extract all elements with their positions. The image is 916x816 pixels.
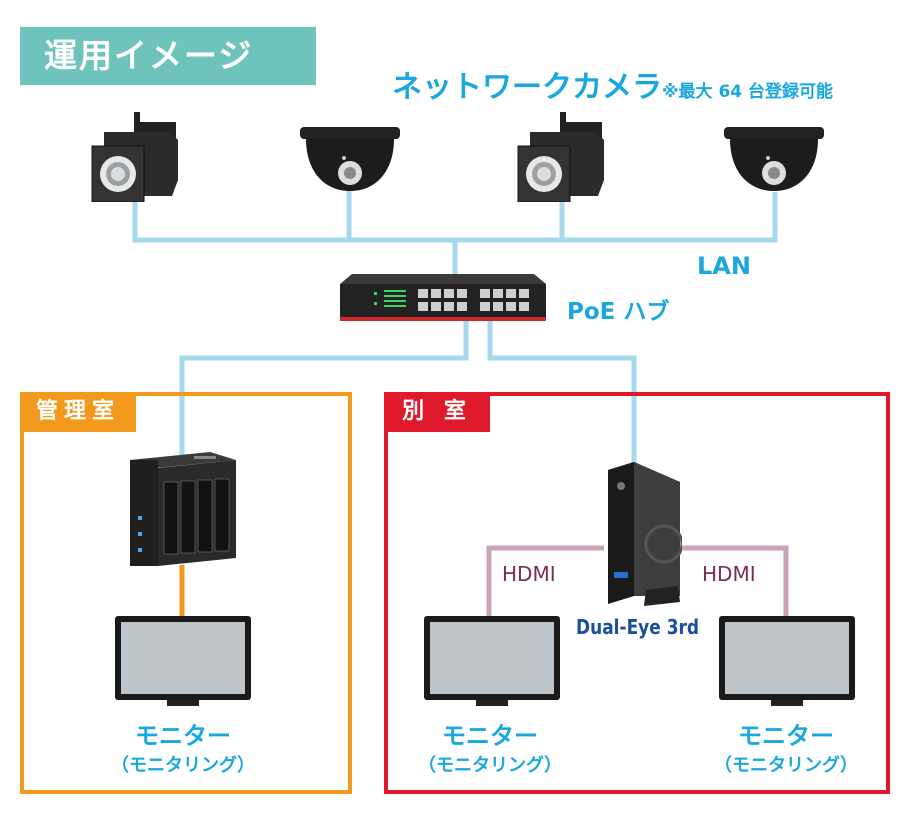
poe-hub-icon (340, 274, 546, 321)
recorder-label: Dual-Eye 3rd (576, 615, 700, 639)
nas-icon (130, 452, 236, 566)
admin-room-tag: 管理室 (20, 392, 136, 432)
monitor-icon (424, 616, 560, 706)
lan-bus-line (132, 192, 778, 243)
camera-heading: ネットワークカメラ※最大 64 台登録可能 (392, 62, 833, 106)
lan-label: LAN (697, 252, 751, 280)
separate-room-tag: 別 室 (384, 392, 490, 432)
hdmi-right-line (676, 545, 789, 618)
monitor-label-line1: モニター (738, 722, 834, 750)
hdmi-right-label: HDMI (702, 562, 756, 586)
poe-hub-label: PoE ハブ (567, 299, 670, 325)
hub-to-recorder-line (487, 320, 637, 465)
monitor-label-line1: モニター (442, 722, 538, 750)
monitor-label-line2: （モニタリング） (418, 755, 562, 776)
monitor-label-line1: モニター (135, 722, 231, 750)
hdmi-left-label: HDMI (502, 562, 556, 586)
separate-room-box (384, 392, 890, 794)
monitor-label: モニター （モニタリング） (73, 716, 293, 777)
dome-camera-icon (300, 127, 400, 191)
recorder-pc-icon (608, 462, 682, 606)
box-camera-icon (517, 112, 604, 202)
admin-room-box (20, 392, 352, 794)
monitor-label-line2: （モニタリング） (111, 755, 255, 776)
camera-heading-text: ネットワークカメラ (392, 70, 662, 105)
hdmi-left-line (486, 545, 604, 618)
dome-camera-icon (724, 127, 824, 191)
title-badge: 運用イメージ (20, 27, 316, 85)
box-camera-icon (91, 112, 178, 202)
monitor-label-line2: （モニタリング） (714, 755, 858, 776)
hub-to-nas-line (179, 320, 469, 460)
monitor-icon (719, 616, 855, 706)
monitor-label: モニター （モニタリング） (676, 716, 896, 777)
monitor-icon (115, 616, 251, 706)
camera-heading-note: ※最大 64 台登録可能 (662, 82, 834, 102)
monitor-label: モニター （モニタリング） (380, 716, 600, 777)
